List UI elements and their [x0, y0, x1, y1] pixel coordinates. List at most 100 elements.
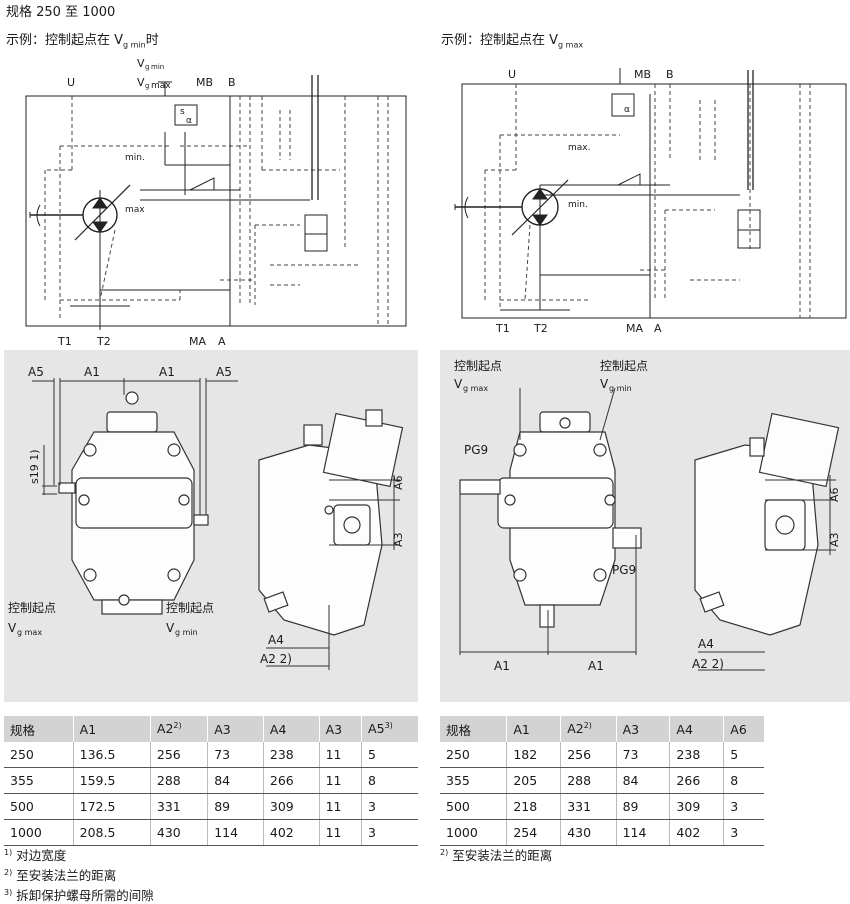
left-label-vgmax-mid: max — [125, 205, 145, 215]
left-footnote-3: 3) 拆卸保护螺母所需的间隙 — [4, 888, 154, 904]
right-table-header-1: A1 — [506, 716, 562, 742]
right-label-a: A — [654, 322, 662, 335]
left-label-u: U — [67, 76, 75, 89]
left-table-cell: 11 — [319, 793, 363, 820]
right-label-alpha: α — [624, 105, 630, 115]
left-label-vgmax-top: max — [151, 81, 171, 91]
left-label-vgmin-top: min — [151, 63, 164, 71]
right-schematic-frame — [461, 83, 847, 319]
right-callout-max-v: V — [454, 377, 463, 391]
left-dim-a2: A2 2) — [260, 652, 292, 666]
left-table-header-6: A53) — [361, 716, 418, 742]
left-dim-a5-right: A5 — [216, 365, 232, 379]
left-table-cell: 500 — [4, 793, 74, 820]
right-dim-a4: A4 — [698, 637, 714, 651]
left-table-cell: 288 — [150, 767, 209, 794]
right-table-header-5: A6 — [723, 716, 764, 742]
left-example-prefix: 示例：控制起点在 V — [6, 33, 124, 48]
right-footnotes: 2) 至安装法兰的距离 — [440, 844, 552, 864]
right-callout-max-sub: g max — [463, 384, 488, 393]
left-footnote-2: 2) 至安装法兰的距离 — [4, 868, 117, 884]
left-dimension-drawing: A5 A1 A1 A5 s19 1) A6 A3 A4 A2 2) 控制起点 V… — [8, 365, 405, 670]
right-table-cell: 288 — [560, 767, 617, 794]
left-table-cell: 250 — [4, 742, 74, 768]
left-table-header-2: A22) — [150, 716, 209, 742]
left-dim-a6: A6 — [392, 475, 405, 490]
left-table-cell: 8 — [361, 767, 418, 794]
left-table-cell: 3 — [361, 793, 418, 820]
left-example-sub: g min — [123, 40, 146, 50]
page-title: 规格 250 至 1000 — [6, 5, 116, 20]
right-dimension-drawing: A1 A1 A6 A3 A4 A2 2) PG9 PG9 控制起点 V g ma… — [454, 359, 841, 673]
right-table-cell: 238 — [669, 742, 725, 768]
left-callout-min-label: 控制起点 — [166, 601, 214, 615]
left-callout-min-sub: g min — [175, 628, 198, 637]
left-table-cell: 84 — [207, 767, 264, 794]
left-callout-max-label: 控制起点 — [8, 601, 56, 615]
left-table-cell: 238 — [263, 742, 320, 768]
left-label-s: s — [180, 107, 185, 117]
left-table-cell: 208.5 — [73, 819, 151, 846]
left-callout-max-sub: g max — [17, 628, 42, 637]
right-dim-pg9-top: PG9 — [464, 443, 488, 457]
left-table-cell: 159.5 — [73, 767, 151, 794]
left-table-cell: 355 — [4, 767, 74, 794]
left-callout-max-v: V — [8, 621, 17, 635]
right-table-cell: 355 — [440, 767, 508, 794]
right-label-t2: T2 — [533, 322, 548, 335]
right-table-cell: 114 — [616, 819, 671, 846]
right-table-cell: 254 — [506, 819, 562, 846]
right-table-cell: 309 — [669, 793, 725, 820]
right-hydraulic-schematic: U MB B α max. min. T1 T2 MA A — [454, 68, 847, 335]
left-table-cell: 430 — [150, 819, 209, 846]
right-table-cell: 3 — [723, 819, 764, 846]
left-table-cell: 331 — [150, 793, 209, 820]
right-table-cell: 402 — [669, 819, 725, 846]
right-label-b: B — [666, 68, 674, 81]
right-table-cell: 89 — [616, 793, 671, 820]
right-piston-symbol — [737, 209, 761, 249]
right-table-cell: 500 — [440, 793, 508, 820]
left-table-cell: 11 — [319, 742, 363, 768]
right-table-header-3: A3 — [616, 716, 671, 742]
left-example-title: 示例：控制起点在 Vg min时 — [6, 29, 159, 50]
right-label-mb: MB — [634, 68, 651, 81]
right-label-t1: T1 — [495, 322, 510, 335]
right-dim-a2: A2 2) — [692, 657, 724, 671]
left-label-v1: V — [137, 57, 145, 70]
left-label-g2: g — [145, 82, 149, 90]
left-label-t1: T1 — [57, 335, 72, 348]
left-table-cell: 309 — [263, 793, 320, 820]
left-callout-min-v: V — [166, 621, 175, 635]
left-label-a: A — [218, 335, 226, 348]
right-callout-min-sub: g min — [609, 384, 632, 393]
right-table-cell: 430 — [560, 819, 617, 846]
right-table-cell: 3 — [723, 793, 764, 820]
left-table-cell: 402 — [263, 819, 320, 846]
right-table-cell: 205 — [506, 767, 562, 794]
left-dim-a1-right: A1 — [159, 365, 175, 379]
left-dim-a1-left: A1 — [84, 365, 100, 379]
left-table-cell: 1000 — [4, 819, 74, 846]
right-table-header-4: A4 — [669, 716, 725, 742]
right-table-cell: 331 — [560, 793, 617, 820]
right-callout-min-v: V — [600, 377, 609, 391]
right-dim-pg9-bottom: PG9 — [612, 563, 636, 577]
left-table-cell: 172.5 — [73, 793, 151, 820]
right-example-title: 示例：控制起点在 Vg max — [441, 29, 583, 50]
left-table-cell: 256 — [150, 742, 209, 768]
left-label-ma: MA — [189, 335, 206, 348]
right-table-header-0: 规格 — [440, 716, 508, 742]
left-table-cell: 73 — [207, 742, 264, 768]
right-example-sub: g max — [558, 40, 584, 50]
left-dim-a5-left: A5 — [28, 365, 44, 379]
left-dim-a3: A3 — [392, 532, 405, 547]
left-dim-a4: A4 — [268, 633, 284, 647]
left-table-cell: 5 — [361, 742, 418, 768]
left-table-cell: 266 — [263, 767, 320, 794]
left-hydraulic-schematic: U V g min V g max MB B s α min. max T1 T… — [25, 57, 407, 348]
